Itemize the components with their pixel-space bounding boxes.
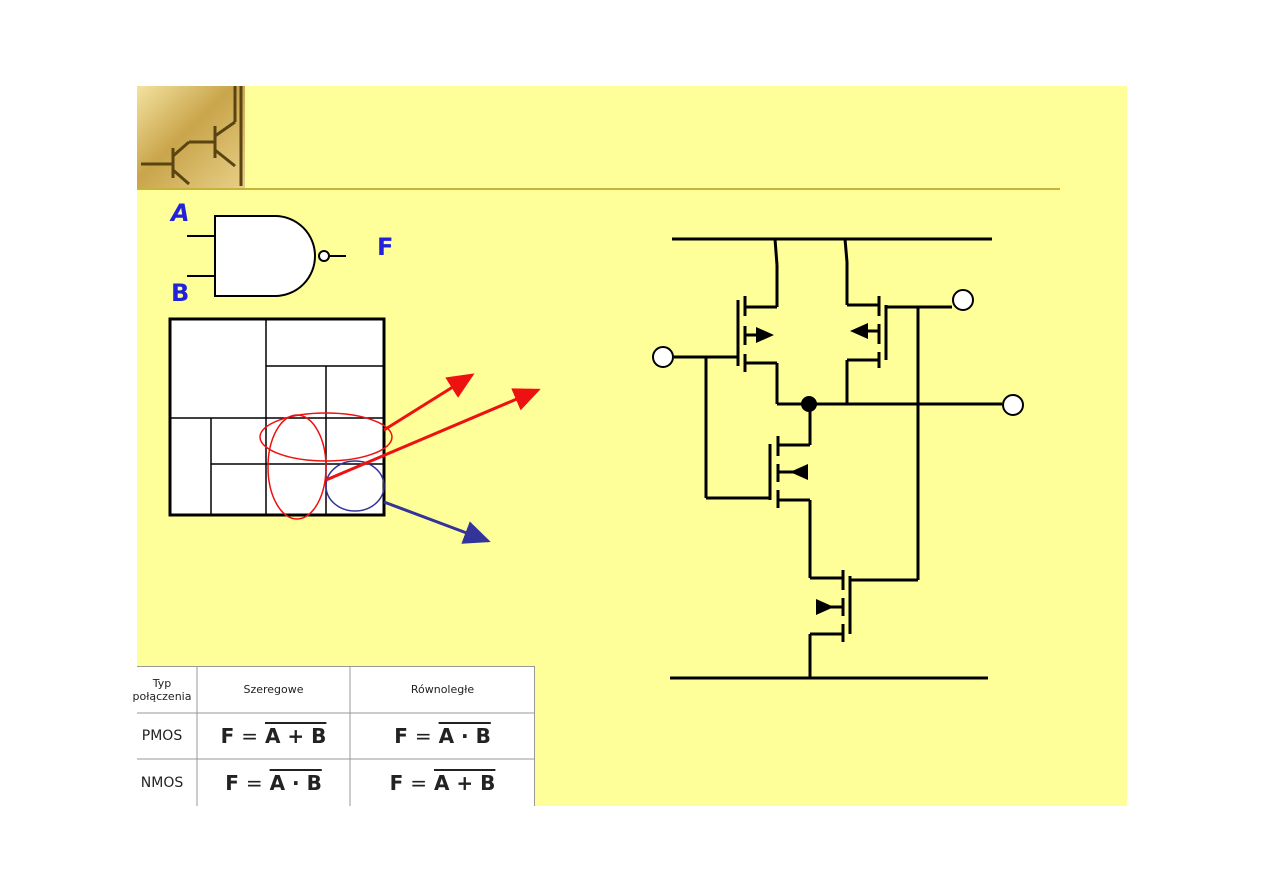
output-node-dot xyxy=(801,396,817,412)
table-row-nmos-type: NMOS xyxy=(140,774,184,791)
nmos-arrow-lower xyxy=(816,599,834,615)
table-row-nmos-parallel: F = A + B xyxy=(389,770,496,795)
pmos-arrow-left xyxy=(756,327,774,343)
terminal-input-b xyxy=(952,289,974,311)
gate-label-b: B xyxy=(171,279,190,307)
nand-gate-icon xyxy=(187,215,346,297)
table-row-nmos-series: F = A · B xyxy=(225,770,322,795)
table-header-series: Szeregowe xyxy=(243,683,304,696)
table-row-pmos-parallel: F = A · B xyxy=(394,724,491,748)
table-header-parallel: Równoległe xyxy=(410,683,475,696)
cmos-circuit-icon xyxy=(670,237,1002,680)
arrow-blue xyxy=(383,500,491,544)
pmos-arrow-right xyxy=(850,323,868,339)
transistor-logo-icon xyxy=(137,86,245,190)
table-grid xyxy=(137,666,535,806)
table-row-pmos-type: PMOS xyxy=(141,728,183,744)
table-header-type: Typ połączenia xyxy=(132,676,192,703)
group-ellipse-blue xyxy=(325,460,385,512)
arrow-red-1 xyxy=(383,373,475,432)
karnaugh-map xyxy=(168,317,386,517)
gate-label-a: A xyxy=(171,199,190,227)
title-rule xyxy=(137,188,1060,190)
terminal-input-a xyxy=(652,346,674,368)
terminal-output xyxy=(1002,394,1024,416)
connection-table: Typ połączenia Szeregowe Równoległe PMOS… xyxy=(133,666,535,806)
nmos-arrow-upper xyxy=(790,464,808,480)
table-row-pmos-series: F = A + B xyxy=(220,724,327,748)
arrow-red-2 xyxy=(325,388,541,482)
group-ellipse-vertical xyxy=(267,414,327,520)
gate-label-f: F xyxy=(377,233,394,261)
